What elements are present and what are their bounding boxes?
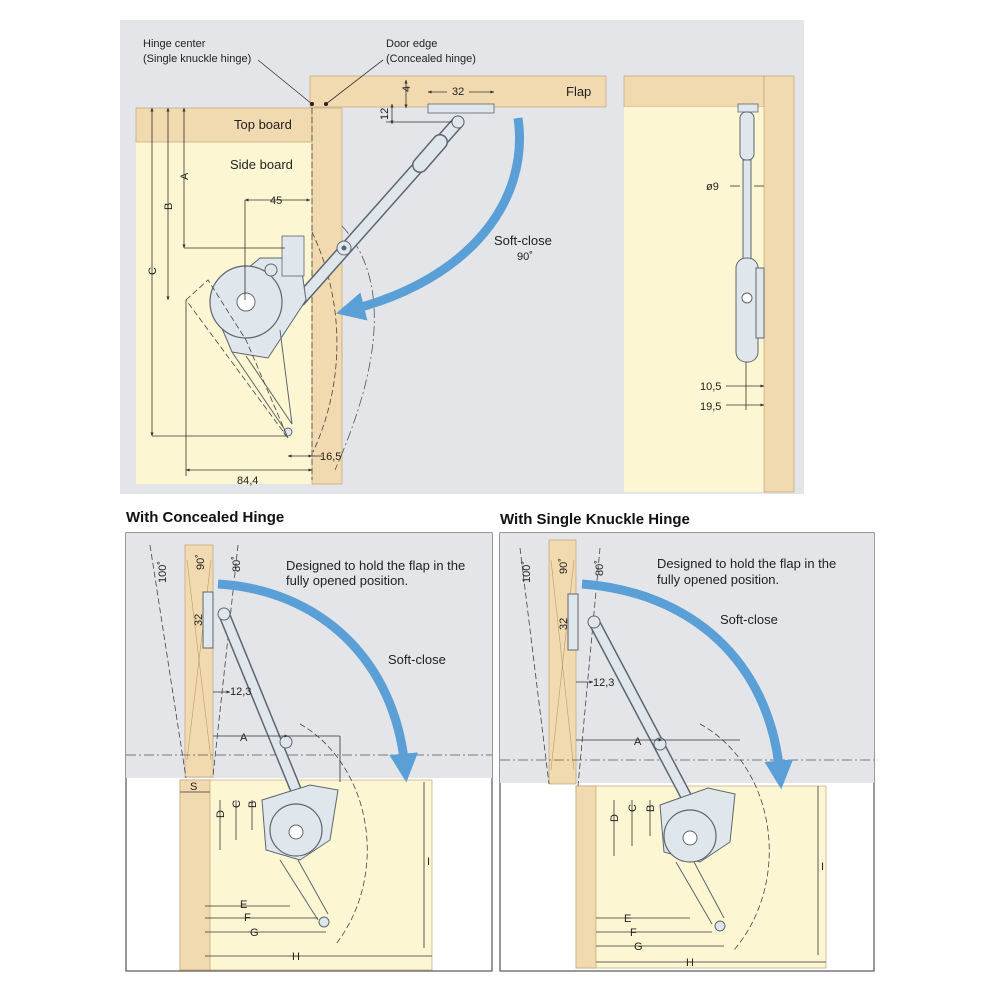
- angle-100-right: 100˚: [521, 561, 533, 583]
- note-line2-right: fully opened position.: [657, 572, 779, 587]
- dim-4: 4: [401, 86, 413, 92]
- dim-A-right: A: [634, 736, 642, 748]
- dim-H-left: H: [292, 951, 300, 963]
- dim-I-left: I: [427, 856, 430, 868]
- dim-F-right: F: [630, 927, 637, 939]
- dim-B-top: B: [163, 203, 175, 210]
- hinge-center-label: Hinge center: [143, 38, 206, 50]
- dim-G-left: G: [250, 927, 259, 939]
- single-knuckle-hinge-panel: 100˚ 90˚ 80˚ Designed to hold the flap i…: [499, 532, 875, 972]
- dim-B-right: B: [645, 805, 657, 812]
- soft-close-label-left: Soft-close: [388, 652, 446, 667]
- concealed-hinge-panel: 100˚ 90˚ 80˚ Designed to hold the flap i…: [125, 532, 493, 972]
- top-board-label: Top board: [234, 117, 292, 132]
- dim-dia-9: ø9: [706, 181, 719, 193]
- top-board: [135, 107, 313, 143]
- dim-32-right: 32: [558, 618, 570, 630]
- door-edge-sublabel: (Concealed hinge): [386, 53, 476, 65]
- dim-10-5: 10,5: [700, 381, 721, 393]
- soft-close-arrow: [336, 117, 524, 321]
- concealed-hinge-title: With Concealed Hinge: [126, 509, 284, 526]
- dim-84-4: 84,4: [237, 475, 258, 487]
- side-board-label: Side board: [230, 157, 293, 172]
- dim-G-right: G: [634, 941, 643, 953]
- stay-arm: [293, 115, 465, 307]
- flap-mounting-plate: [427, 103, 495, 114]
- angle-90-right: 90˚: [558, 558, 570, 574]
- dim-16-5: 16,5: [320, 451, 341, 463]
- flap-label: Flap: [566, 84, 591, 99]
- dim-D-right: D: [609, 814, 621, 822]
- dim-D-left: D: [215, 810, 227, 818]
- side-view: ø9 10,5 19,5: [623, 75, 795, 493]
- dim-12: 12: [379, 108, 391, 120]
- hinge-center-sublabel: (Single knuckle hinge): [143, 53, 251, 65]
- angle-100-left: 100˚: [157, 561, 169, 583]
- dim-32-left: 32: [193, 614, 205, 626]
- dim-S-left: S: [190, 781, 197, 793]
- dim-A-top: A: [179, 172, 191, 180]
- soft-close-label-right: Soft-close: [720, 612, 778, 627]
- dim-E-left: E: [240, 899, 247, 911]
- angle-80-right: 80˚: [594, 560, 606, 576]
- top-diagram: Hinge center (Single knuckle hinge) Door…: [120, 20, 804, 494]
- soft-close-angle: 90˚: [517, 251, 533, 263]
- soft-close-arrow-right: [581, 579, 794, 790]
- dim-H-right: H: [686, 957, 694, 969]
- soft-close-arrow-left: [217, 579, 419, 783]
- dim-B-left: B: [247, 801, 259, 808]
- door-edge-label: Door edge: [386, 38, 437, 50]
- dim-45: 45: [270, 195, 282, 207]
- dim-19-5: 19,5: [700, 401, 721, 413]
- single-knuckle-hinge-title: With Single Knuckle Hinge: [500, 511, 690, 528]
- angle-90-left: 90˚: [195, 554, 207, 570]
- dim-C-right: C: [627, 804, 639, 812]
- dim-F-left: F: [244, 912, 251, 924]
- angle-80-left: 80˚: [231, 556, 243, 572]
- dim-E-right: E: [624, 913, 631, 925]
- note-line1-left: Designed to hold the flap in the: [286, 558, 465, 573]
- side-board: [311, 107, 343, 485]
- dim-32-top: 32: [452, 86, 464, 98]
- mechanism-body: [209, 235, 307, 437]
- dim-C-top: C: [147, 267, 159, 275]
- dim-A-left: A: [240, 732, 248, 744]
- note-line1-right: Designed to hold the flap in the: [657, 556, 836, 571]
- dim-12-3-left: 12,3: [230, 686, 251, 698]
- note-line2-left: fully opened position.: [286, 573, 408, 588]
- soft-close-label: Soft-close: [494, 233, 552, 248]
- dim-I-right: I: [821, 861, 824, 873]
- dim-12-3-right: 12,3: [593, 677, 614, 689]
- dim-C-left: C: [231, 800, 243, 808]
